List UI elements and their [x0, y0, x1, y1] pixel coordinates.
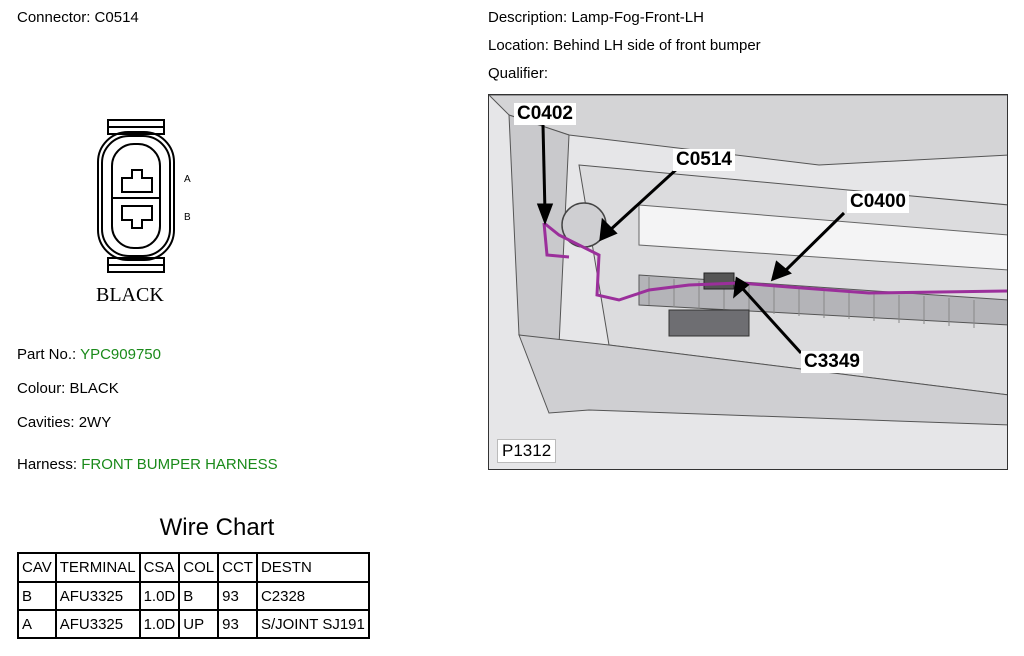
header-cct: CCT: [217, 552, 258, 583]
header-cav: CAV: [17, 552, 57, 583]
callout-c0400: C0400: [847, 191, 909, 213]
connector-face-drawing: A B BLACK: [92, 118, 202, 308]
location-label: Location:: [488, 37, 549, 54]
callout-c0402: C0402: [514, 103, 576, 125]
qualifier-label: Qualifier:: [488, 65, 549, 82]
cell-terminal: AFU3325: [54, 581, 141, 611]
description-row: Description: Lamp-Fog-Front-LH: [488, 9, 704, 26]
header-destn: DESTN: [255, 552, 370, 583]
colour-row: Colour: BLACK: [17, 380, 119, 397]
cell-destn: S/JOINT SJ191: [255, 609, 370, 639]
part-number-link[interactable]: YPC909750: [80, 346, 161, 363]
cell-cct: 93: [217, 581, 258, 611]
colour-label: Colour:: [17, 380, 66, 397]
description-value: Lamp-Fog-Front-LH: [571, 9, 704, 26]
connector-outline-icon: [97, 119, 175, 273]
table-row: A AFU3325 1.0D UP 93 S/JOINT SJ191: [17, 609, 370, 639]
connector-label: Connector:: [17, 9, 91, 26]
location-value: Behind LH side of front bumper: [553, 37, 761, 54]
cell-col: UP: [178, 609, 220, 639]
cell-cct: 93: [217, 609, 258, 639]
qualifier-row: Qualifier:: [488, 65, 548, 82]
cell-csa: 1.0D: [138, 581, 181, 611]
cavities-label: Cavities:: [17, 414, 75, 431]
connector-header: Connector: C0514: [17, 9, 139, 26]
cell-cav: A: [17, 609, 57, 639]
location-photo: C0402 C0514 C0400 C3349 P1312: [488, 94, 1008, 470]
wire-chart-table: CAV TERMINAL CSA COL CCT DESTN B AFU3325…: [17, 552, 370, 639]
cell-cav: B: [17, 581, 57, 611]
header-terminal: TERMINAL: [54, 552, 141, 583]
table-row: B AFU3325 1.0D B 93 C2328: [17, 581, 370, 611]
cell-csa: 1.0D: [138, 609, 181, 639]
location-row: Location: Behind LH side of front bumper: [488, 37, 761, 54]
cell-col: B: [178, 581, 220, 611]
callout-c0514: C0514: [673, 149, 735, 171]
harness-link[interactable]: FRONT BUMPER HARNESS: [81, 456, 278, 473]
table-header-row: CAV TERMINAL CSA COL CCT DESTN: [17, 552, 370, 583]
connector-id: C0514: [94, 9, 139, 26]
header-col: COL: [178, 552, 220, 583]
part-number-label: Part No.:: [17, 346, 77, 363]
bumper-illustration: [489, 95, 1007, 469]
callout-c3349: C3349: [801, 351, 863, 373]
wire-chart-title: Wire Chart: [159, 514, 275, 541]
header-csa: CSA: [138, 552, 181, 583]
description-label: Description:: [488, 9, 568, 26]
cell-destn: C2328: [255, 581, 370, 611]
cavities-row: Cavities: 2WY: [17, 414, 111, 431]
photo-id: P1312: [497, 439, 557, 463]
cell-terminal: AFU3325: [54, 609, 141, 639]
connector-color-text: BLACK: [96, 284, 164, 306]
cavities-value: 2WY: [78, 414, 112, 431]
harness-label: Harness:: [17, 456, 78, 473]
part-number-row: Part No.: YPC909750: [17, 346, 161, 363]
colour-value: BLACK: [69, 380, 119, 397]
harness-row: Harness: FRONT BUMPER HARNESS: [17, 456, 278, 473]
pin-a-label: A: [184, 174, 191, 185]
pin-b-label: B: [184, 212, 191, 223]
